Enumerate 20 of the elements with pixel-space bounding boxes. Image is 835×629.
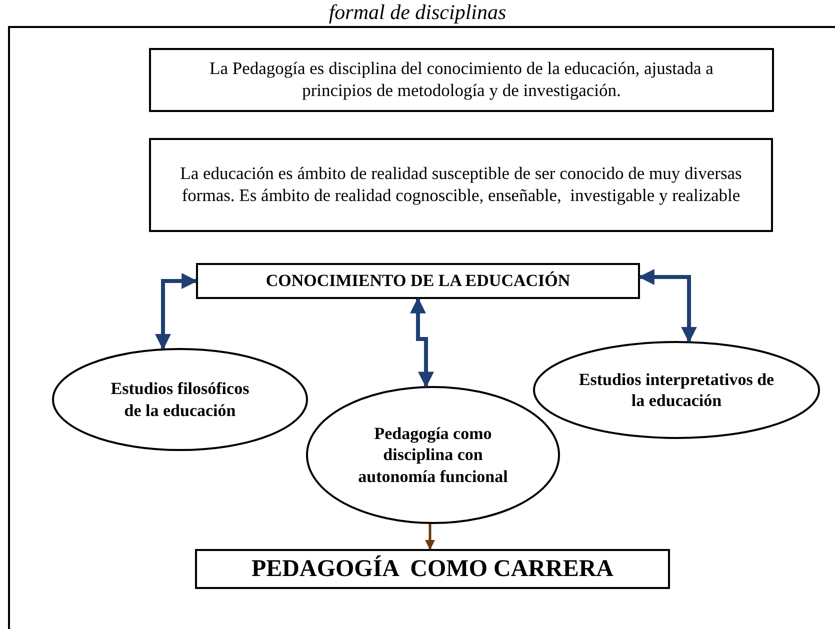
node-text: CONOCIMIENTO DE LA EDUCACIÓN (266, 270, 570, 292)
text-box (149, 48, 774, 112)
connector-arrow (638, 269, 697, 343)
ellipse-node (533, 341, 820, 439)
ellipse-node (306, 386, 560, 524)
node-text: Estudios interpretativos de la educación (578, 368, 776, 412)
node-text: Pedagogía como disciplina con autonomía funcional (357, 423, 509, 487)
node-text: PEDAGOGÍA COMO CARRERA (251, 554, 614, 584)
node-text: La educación es ámbito de realidad susceptible de ser conocido de muy diversas formas. Es ámbito de realidad cognoscible, enseñable, investigable y realizable (179, 163, 743, 207)
frame-box (8, 26, 835, 629)
connector-arrow (155, 273, 198, 350)
node-text: La Pedagogía es disciplina del conocimiento de la educación, ajustada a principios de metodología y de investigación. (208, 58, 714, 102)
text-box (195, 549, 670, 589)
title-text: formal de disciplinas (328, 0, 508, 24)
connector-arrow (410, 297, 434, 388)
text-box (149, 138, 773, 232)
connector-arrow (425, 524, 435, 550)
ellipse-node (52, 348, 308, 451)
node-text: Estudios filosóficos de la educación (110, 378, 250, 421)
text-box (196, 263, 640, 299)
